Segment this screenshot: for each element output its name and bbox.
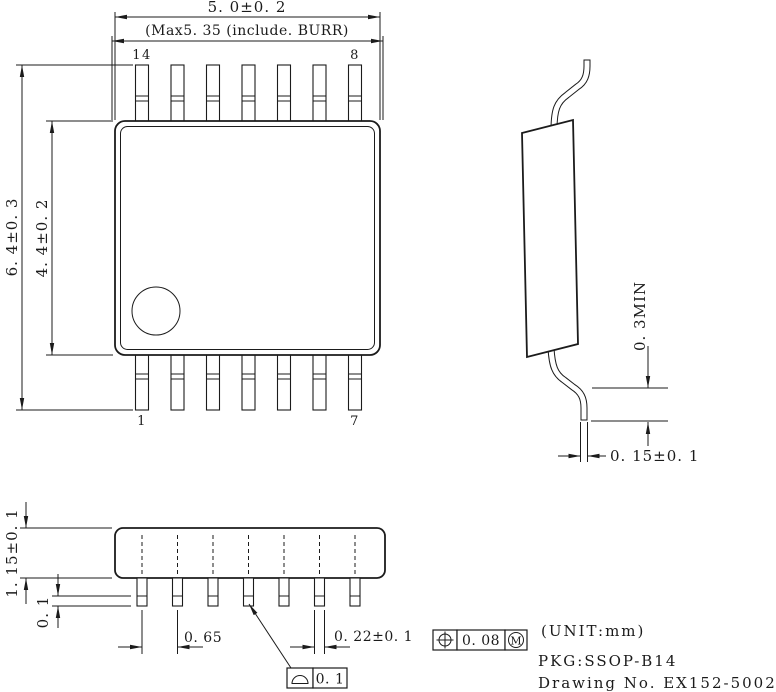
front-pins — [136, 577, 361, 607]
top-view: 5. 0±0. 2 (Max5. 35 (include. BURR) 6. 4… — [3, 0, 384, 429]
pin — [134, 353, 150, 411]
notes-block: (UNIT:mm) PKG:SSOP-B14 Drawing No. EX152… — [538, 622, 776, 692]
dim-total-height-label: 6. 4±0. 3 — [3, 198, 21, 277]
pin — [170, 353, 185, 411]
front-view: 1. 15±0. 1 0. 1 0. 65 0. 22±0. 1 — [3, 502, 528, 689]
position-tolerance-frame: 0. 08 M — [432, 629, 528, 651]
package-body-outline — [114, 120, 381, 356]
pin-number-bottom-left: 1 — [137, 414, 147, 429]
dim-width-label: 5. 0±0. 2 — [208, 0, 287, 16]
pin — [205, 64, 221, 123]
side-view: 0. 3MIN 0. 15±0. 1 — [521, 59, 699, 465]
mmc-icon — [508, 632, 524, 648]
pin — [241, 353, 256, 411]
pin — [205, 353, 221, 411]
pin — [170, 64, 185, 123]
position-tolerance-value: 0. 08 — [462, 633, 500, 649]
side-lead-top — [550, 59, 591, 131]
pin — [276, 64, 292, 123]
seating-tolerance-value: 0. 1 — [316, 672, 345, 688]
seating-plane-icon — [291, 675, 309, 684]
pin — [347, 64, 363, 123]
position-tolerance-icon — [436, 631, 454, 649]
dim-lead-width-label: 0. 22±0. 1 — [334, 629, 413, 645]
pitch-dim-lines — [118, 610, 203, 654]
top-view-pins-lower — [134, 353, 363, 411]
seating-leader-line — [248, 603, 292, 669]
pin-number-top-right: 8 — [350, 48, 360, 63]
pin — [242, 577, 255, 607]
dim-width-max-label: (Max5. 35 (include. BURR) — [145, 23, 349, 39]
pin — [207, 577, 219, 607]
pin — [278, 577, 290, 607]
side-body-outline — [521, 118, 579, 359]
package-name: PKG:SSOP-B14 — [538, 652, 677, 670]
lower-pin-bend-lines — [135, 373, 362, 380]
pin — [349, 577, 361, 607]
front-height-dim-lines — [20, 502, 131, 628]
pin-number-bottom-right: 7 — [350, 414, 360, 429]
side-lead-bottom — [547, 347, 588, 421]
pin — [312, 64, 327, 123]
side-dim-lines — [558, 346, 668, 462]
dim-standoff-min-label: 0. 1 — [34, 596, 52, 629]
dim-standoff-label: 0. 3MIN — [631, 281, 649, 351]
seating-plane-frame: 0. 1 — [286, 667, 348, 689]
pin-number-top-left: 14 — [132, 48, 152, 63]
lead-width-dim-lines — [290, 610, 350, 654]
unit-note: (UNIT:mm) — [541, 622, 645, 640]
seating-value-cell — [312, 667, 348, 689]
dim-lead-thickness-label: 0. 15±0. 1 — [610, 447, 699, 465]
seating-symbol-cell — [286, 667, 314, 689]
top-view-pins-upper — [134, 64, 363, 123]
drawing-number: Drawing No. EX152-5002 — [538, 674, 776, 692]
dim-height-label: 1. 15±0. 1 — [3, 508, 21, 597]
pin — [276, 353, 292, 411]
pin1-indicator-circle — [131, 286, 181, 336]
pin — [241, 64, 256, 123]
pin — [347, 353, 363, 411]
mmc-label: M — [510, 635, 521, 648]
front-body-outline — [114, 527, 386, 579]
package-body-inner-line — [120, 126, 375, 350]
pin — [171, 577, 184, 607]
pin — [134, 64, 150, 123]
front-hidden-leads — [141, 535, 356, 577]
pin — [313, 577, 326, 607]
top-height-dim-lines — [16, 64, 133, 411]
dim-body-height-label: 4. 4±0. 2 — [33, 199, 51, 278]
dim-pitch-label: 0. 65 — [184, 630, 222, 646]
top-width-dim-lines — [111, 12, 384, 120]
pin — [136, 577, 148, 607]
upper-pin-bend-lines — [135, 95, 362, 102]
pin — [312, 353, 327, 411]
